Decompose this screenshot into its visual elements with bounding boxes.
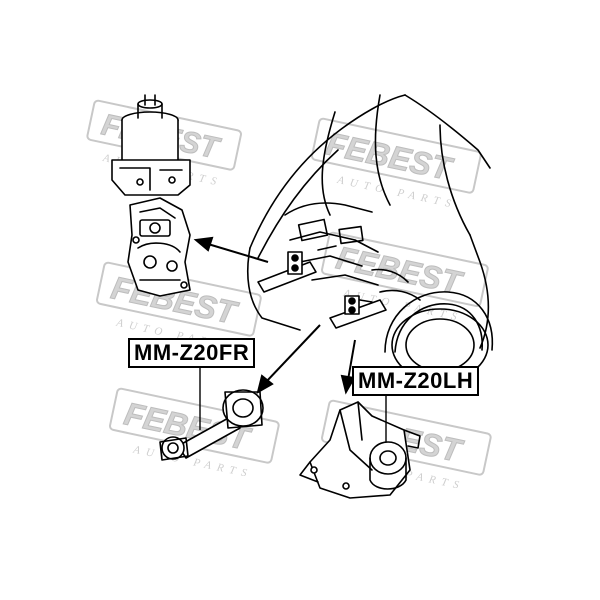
side-mount-part (299, 401, 421, 499)
arrow-to-torque-rod (256, 324, 321, 395)
arrow-group (193, 236, 387, 442)
watermark-top-right: FEBEST AUTO PARTS (311, 117, 482, 211)
torque-rod-part (159, 389, 264, 461)
car-mount-lower (344, 295, 360, 315)
car-mount-upper (287, 251, 303, 275)
engine-mount-bracket-part (127, 197, 191, 297)
part-label-fr: MM-Z20FR (128, 338, 256, 368)
part-label-lh: MM-Z20LH (352, 366, 480, 396)
engine-mount-upper-part (111, 94, 191, 196)
arrow-to-bracket (193, 236, 269, 263)
arrow-to-side-mount (340, 339, 356, 395)
